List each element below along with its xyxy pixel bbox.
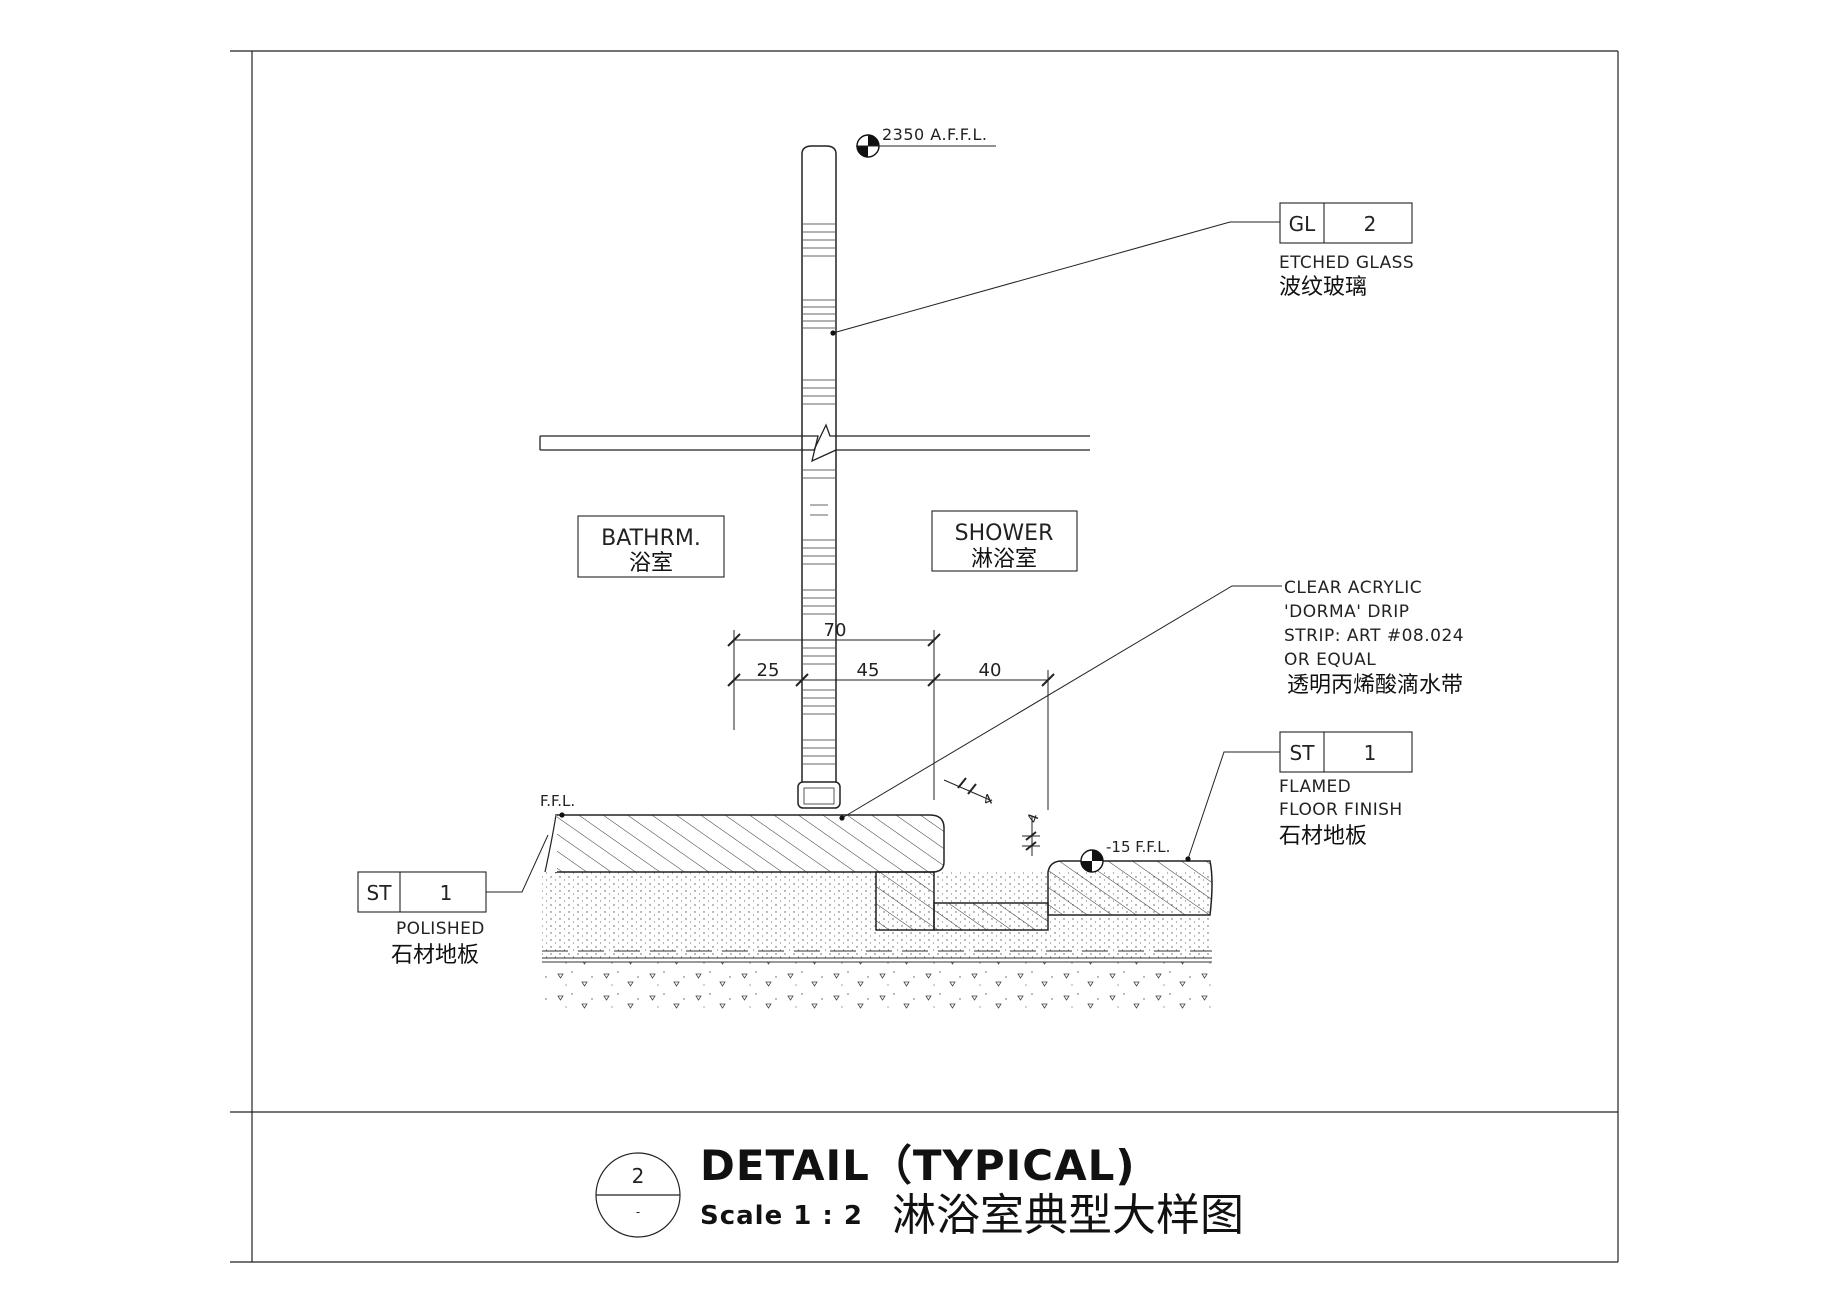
dim-40: 40 xyxy=(979,660,1002,681)
detail-number: 2 xyxy=(632,1164,645,1188)
floor-tag-right: ST 1 FLAMED FLOOR FINISH 石材地板 xyxy=(1185,731,1413,862)
sheet-border xyxy=(230,50,1619,1263)
floor-right-en-1: FLAMED xyxy=(1279,777,1351,797)
room-left-en: BATHRM. xyxy=(601,526,701,551)
glass-label-cn: 波纹玻璃 xyxy=(1279,275,1367,300)
floor-left-en: POLISHED xyxy=(396,919,485,939)
floor-right-cn: 石材地板 xyxy=(1279,824,1367,849)
acrylic-line-4: OR EQUAL xyxy=(1284,650,1376,670)
floor-section xyxy=(542,814,1213,1012)
room-label-bathroom: BATHRM. 浴室 xyxy=(577,515,725,578)
dim-small-1: 4 xyxy=(981,791,996,809)
transom-line xyxy=(539,423,1090,463)
floor-right-code: ST xyxy=(1290,741,1316,765)
glass-tag: GL 2 ETCHED GLASS 波纹玻璃 xyxy=(830,202,1414,336)
detail-sub: - xyxy=(636,1205,640,1219)
floor-left-number: 1 xyxy=(440,881,453,905)
detail-title-cn: 淋浴室典型大样图 xyxy=(892,1190,1244,1241)
detail-scale: Scale 1 : 2 xyxy=(700,1201,863,1231)
room-left-cn: 浴室 xyxy=(629,551,673,576)
elevation-top-label: 2350 A.F.F.L. xyxy=(882,125,988,144)
dimension-lines xyxy=(727,630,1055,856)
acrylic-line-2: 'DORMA' DRIP xyxy=(1284,602,1410,622)
ffl-marker: F.F.L. xyxy=(540,792,575,818)
dim-25: 25 xyxy=(757,660,780,681)
room-right-en: SHOWER xyxy=(955,521,1054,546)
room-right-cn: 淋浴室 xyxy=(971,547,1037,572)
acrylic-line-1: CLEAR ACRYLIC xyxy=(1284,578,1422,598)
floor-tag-left: ST 1 POLISHED 石材地板 xyxy=(357,834,549,968)
dim-45: 45 xyxy=(857,660,880,681)
glass-tag-number: 2 xyxy=(1364,212,1377,236)
glass-tag-code: GL xyxy=(1289,212,1316,236)
dim-total: 70 xyxy=(824,620,847,641)
ffl-label: F.F.L. xyxy=(540,792,575,810)
acrylic-line-3: STRIP: ART #08.024 xyxy=(1284,626,1464,646)
floor-left-cn: 石材地板 xyxy=(391,943,479,968)
acrylic-note: CLEAR ACRYLIC 'DORMA' DRIP STRIP: ART #0… xyxy=(839,578,1464,821)
detail-title: DETAIL（TYPICAL) xyxy=(700,1141,1136,1190)
floor-right-en-2: FLOOR FINISH xyxy=(1279,800,1403,820)
floor-left-code: ST xyxy=(367,881,393,905)
acrylic-label-cn: 透明丙烯酸滴水带 xyxy=(1287,673,1463,698)
elevation-marker-top: 2350 A.F.F.L. xyxy=(856,125,996,158)
elevation-low-label: -15 F.F.L. xyxy=(1106,838,1170,856)
glass-panel xyxy=(797,145,841,809)
title-block: 2 - DETAIL（TYPICAL) Scale 1 : 2 淋浴室典型大样图 xyxy=(595,1141,1244,1241)
floor-right-number: 1 xyxy=(1364,741,1377,765)
glass-label-en: ETCHED GLASS xyxy=(1279,253,1414,273)
room-label-shower: SHOWER 淋浴室 xyxy=(931,510,1078,572)
elevation-marker-low: -15 F.F.L. xyxy=(1080,838,1170,873)
dim-small-2: 4 xyxy=(1025,811,1043,825)
